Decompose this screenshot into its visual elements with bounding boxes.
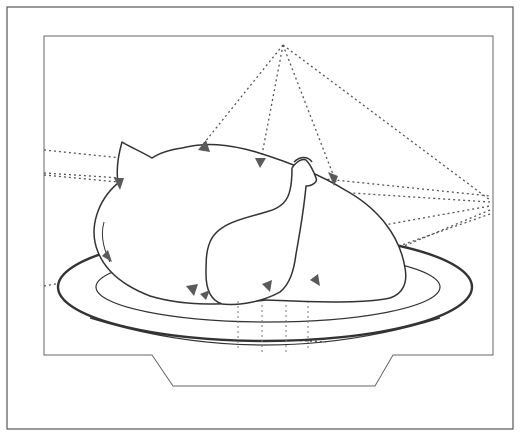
heat-ray xyxy=(283,45,336,182)
heat-ray xyxy=(261,45,283,160)
heat-ray xyxy=(44,175,118,182)
heat-ray xyxy=(200,45,283,148)
roast-chicken xyxy=(94,142,406,305)
